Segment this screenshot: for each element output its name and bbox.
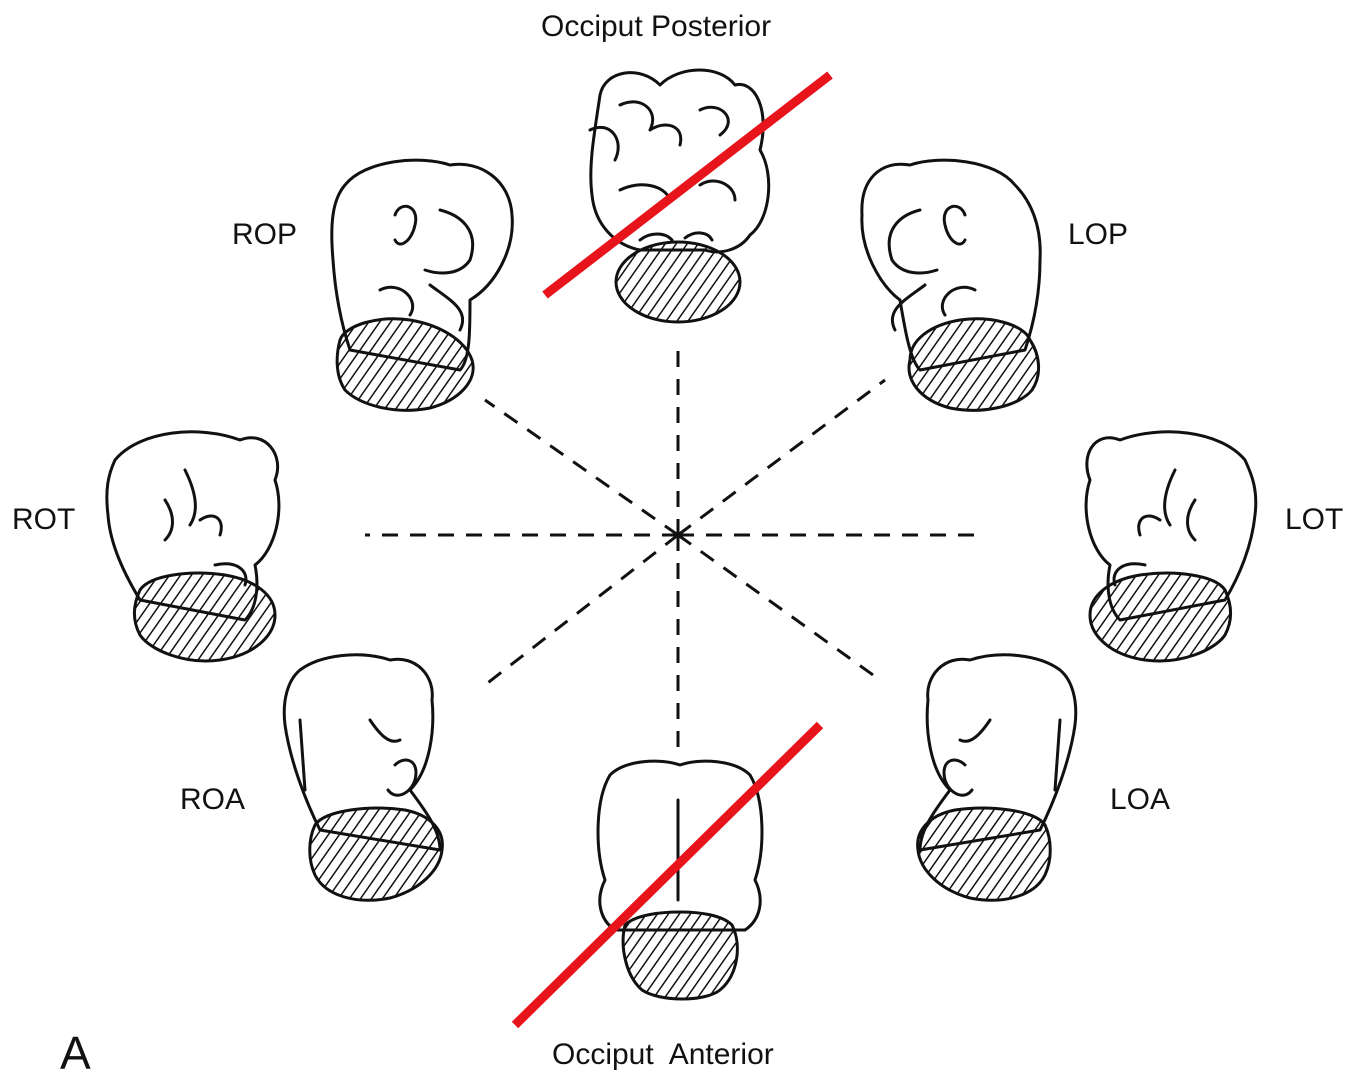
spoke-diag-lower-right [678,535,880,680]
label-occiput-anterior: Occiput Anterior [552,1040,774,1070]
fetus-rop-icon [332,160,513,410]
panel-letter: A [60,1030,91,1076]
spoke-diag-upper-right [678,380,885,535]
label-occiput-posterior: Occiput Posterior [541,12,771,42]
label-loa: LOA [1110,785,1170,815]
fetus-roa-icon [284,655,442,900]
spoke-diag-lower-left [485,535,678,685]
label-rop: ROP [232,220,297,250]
fetus-oa-icon [598,761,762,999]
spoke-diag-upper-left [485,400,678,535]
label-lot: LOT [1285,505,1343,535]
fetus-rot-icon [107,432,279,661]
label-roa: ROA [180,785,245,815]
dashed-spokes [365,345,975,750]
fetus-lot-icon [1086,432,1256,661]
label-rot: ROT [12,505,75,535]
fetus-loa-icon [918,655,1076,900]
fetus-lop-icon [862,160,1040,410]
label-lop: LOP [1068,220,1128,250]
